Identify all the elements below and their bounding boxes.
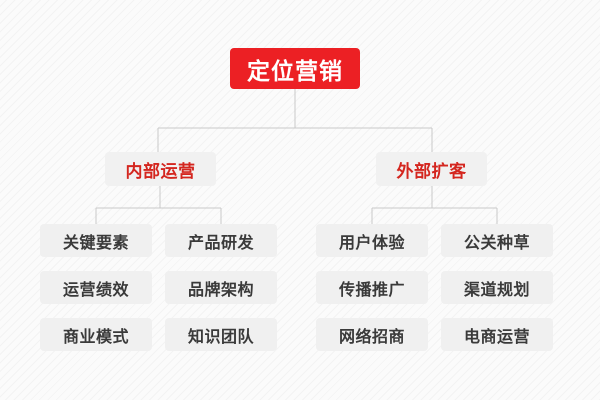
leaf-node[interactable]: 知识团队 [165, 318, 277, 351]
leaf-node[interactable]: 产品研发 [165, 224, 277, 257]
leaf-node[interactable]: 用户体验 [316, 224, 428, 257]
branch-node-internal-operations[interactable]: 内部运营 [105, 152, 216, 186]
leaf-node[interactable]: 渠道规划 [441, 271, 553, 304]
leaf-node[interactable]: 关键要素 [40, 224, 152, 257]
root-node[interactable]: 定位营销 [230, 48, 360, 89]
leaf-node[interactable]: 电商运营 [441, 318, 553, 351]
branch-node-external-acquisition[interactable]: 外部扩客 [376, 152, 487, 186]
leaf-node[interactable]: 运营绩效 [40, 271, 152, 304]
leaf-node[interactable]: 传播推广 [316, 271, 428, 304]
leaf-node[interactable]: 网络招商 [316, 318, 428, 351]
leaf-node[interactable]: 公关种草 [441, 224, 553, 257]
leaf-node[interactable]: 商业模式 [40, 318, 152, 351]
leaf-node[interactable]: 品牌架构 [165, 271, 277, 304]
